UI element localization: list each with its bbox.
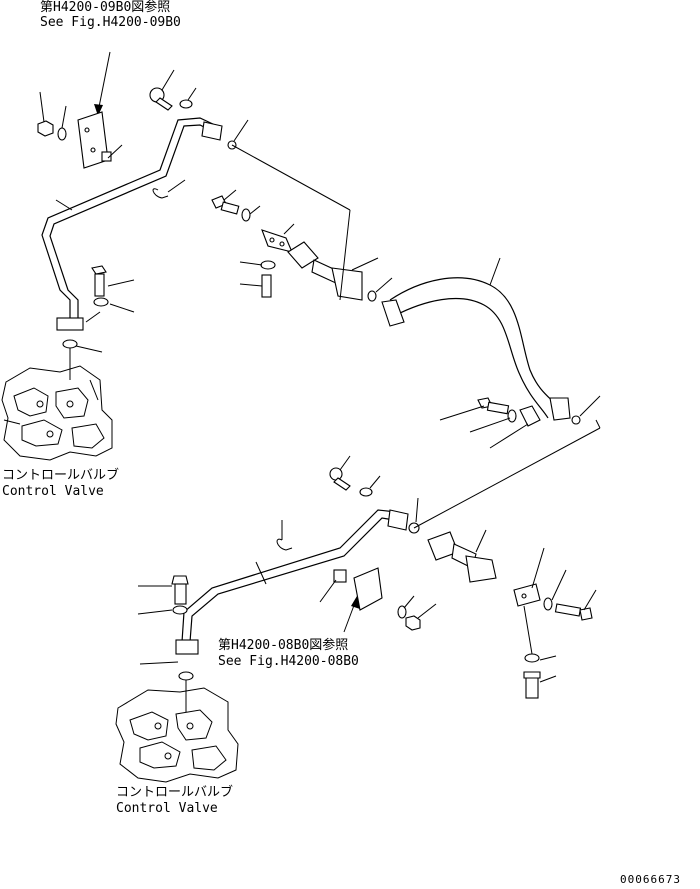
bolt-center-1: [211, 195, 251, 222]
leader-lines-bottom: [137, 419, 601, 712]
bracket-plate-top: [77, 111, 112, 169]
reference-top-jp: 第H4200-09B0図参照: [40, 0, 171, 15]
bolt-bottom-vertical: [523, 653, 541, 699]
gasket-top: [62, 339, 78, 349]
drawing-number: 00066673: [620, 873, 681, 886]
tube-bottom: [175, 509, 409, 655]
reference-top-en: See Fig.H4200-09B0: [40, 15, 181, 30]
control-valve-top-en: Control Valve: [2, 484, 104, 499]
elbow-fitting-bottom: [427, 531, 497, 583]
control-valve-bottom-en: Control Valve: [116, 801, 218, 816]
bolt-bottom-left: [171, 575, 189, 615]
hose-top: [381, 277, 571, 421]
bracket-plate-bottom: [333, 567, 421, 631]
u-clamp-top: [152, 188, 169, 199]
control-valve-top: [1, 365, 113, 461]
bolt-left-mid: [91, 265, 109, 307]
bolt-right-1: [477, 397, 581, 427]
reference-bottom-jp: 第H4200-08B0図参照: [218, 638, 349, 653]
control-valve-bottom-jp: コントロールバルブ: [116, 785, 234, 800]
elbow-fitting-top: [287, 241, 377, 302]
u-clamp-bottom: [276, 538, 293, 551]
bolt-bottom-1: [329, 467, 420, 534]
reference-arrow-top: [94, 51, 111, 116]
mount-bracket-center: [261, 229, 293, 253]
nut-top-left: [37, 120, 67, 141]
reference-arrow-bottom: [343, 596, 360, 633]
control-valve-bottom: [115, 687, 239, 783]
tube-top: [41, 117, 223, 331]
leader-lines-top: [39, 69, 601, 449]
mount-bracket-bottom: [513, 583, 541, 607]
bolt-top-1: [149, 87, 237, 150]
bolt-bottom-right: [543, 597, 593, 621]
gasket-bottom: [178, 671, 194, 681]
bolt-center-2: [260, 260, 276, 298]
reference-bottom-en: See Fig.H4200-08B0: [218, 654, 359, 669]
control-valve-top-jp: コントロールバルブ: [2, 468, 120, 483]
